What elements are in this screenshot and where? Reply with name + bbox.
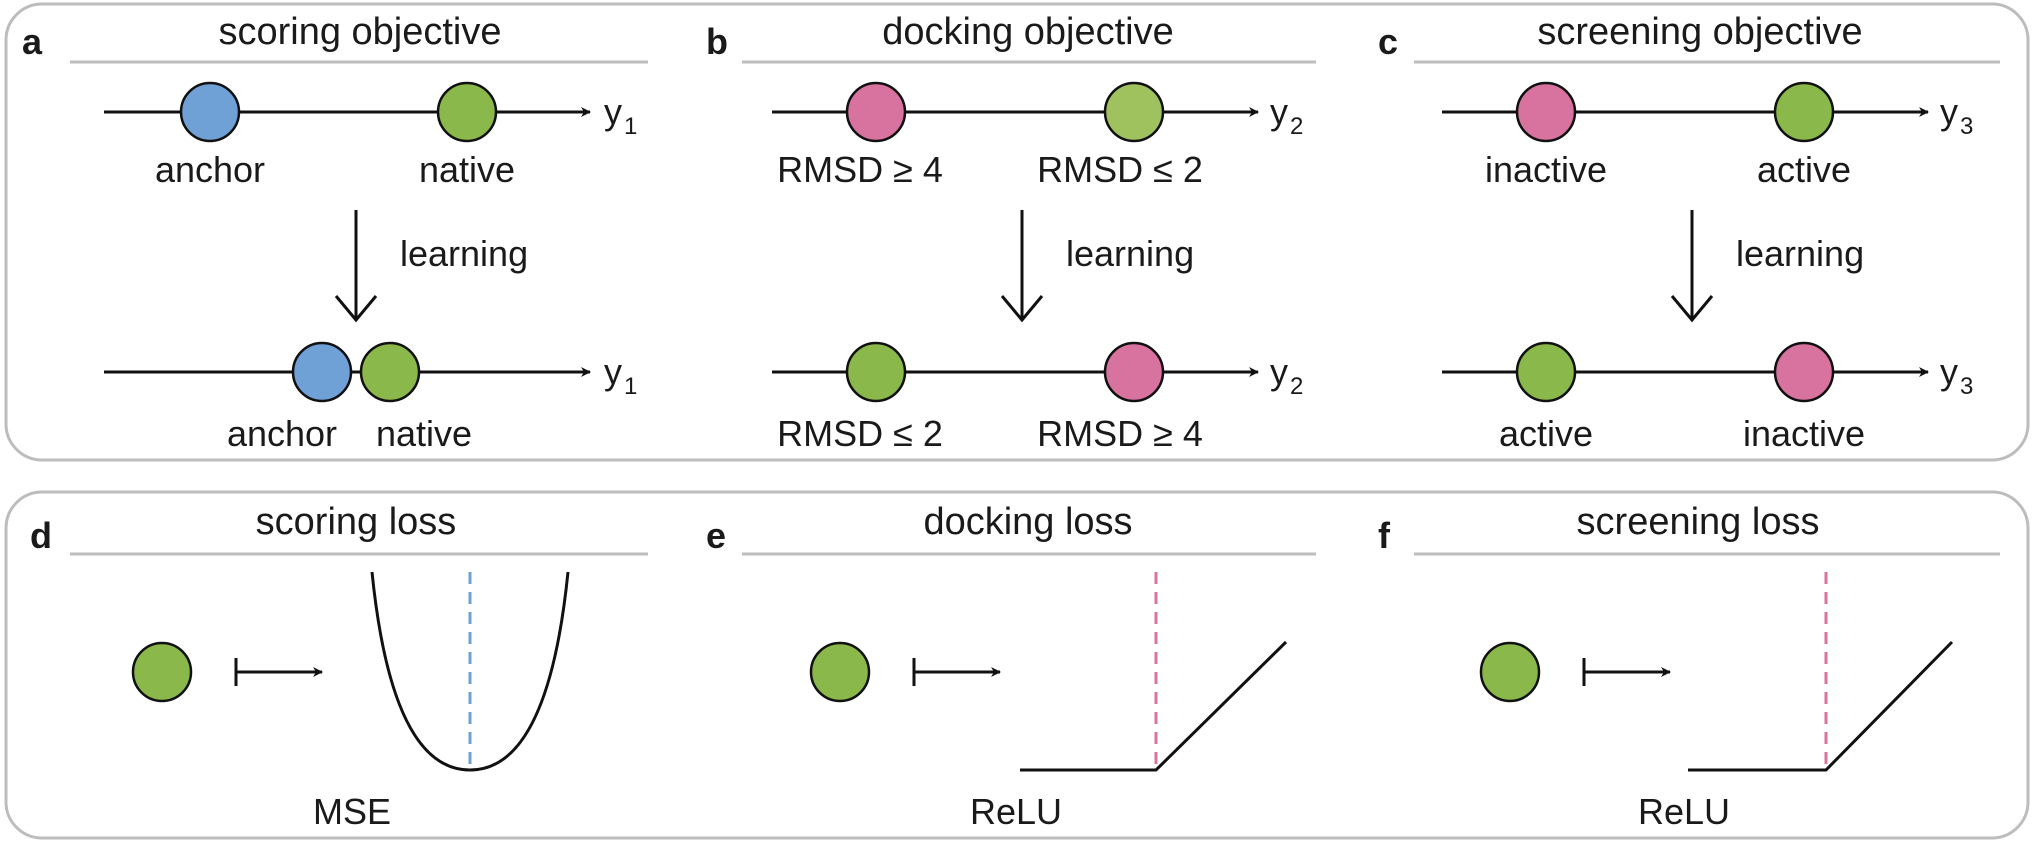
- panel-label-e: e: [706, 515, 726, 556]
- node-label: RMSD ≥ 4: [777, 149, 943, 190]
- axis-label: y3: [1940, 351, 1973, 400]
- native-node: [359, 341, 421, 403]
- mse-curve: [370, 571, 570, 772]
- inactive-node: [1773, 341, 1835, 403]
- anchor-node: [291, 341, 353, 403]
- node-label: native: [376, 413, 472, 454]
- panel-title: screening objective: [1537, 11, 1862, 53]
- inactive-node: [1515, 81, 1577, 143]
- panel-label-a: a: [22, 21, 43, 62]
- node-label: inactive: [1743, 413, 1865, 454]
- learning-arrowhead: [334, 295, 378, 323]
- input-node: [131, 641, 193, 703]
- node-label: native: [419, 149, 515, 190]
- losses-frame: [4, 490, 2030, 840]
- panel-b: b docking objective y2 RMSD ≥ 4 RMSD ≤ 2…: [706, 11, 1316, 454]
- node-label: active: [1757, 149, 1851, 190]
- panel-c: c screening objective y3 inactive active…: [1378, 11, 2000, 454]
- node-label: active: [1499, 413, 1593, 454]
- node-label: anchor: [227, 413, 337, 454]
- active-node: [1773, 81, 1835, 143]
- panel-label-f: f: [1378, 515, 1391, 556]
- node-label: RMSD ≤ 2: [777, 413, 943, 454]
- panel-label-b: b: [706, 21, 728, 62]
- panel-label-c: c: [1378, 21, 1398, 62]
- input-node: [809, 641, 871, 703]
- panel-d: d scoring loss MSE: [30, 501, 648, 832]
- panel-title: screening loss: [1577, 501, 1820, 543]
- input-node: [1479, 641, 1541, 703]
- axis-label: y1: [604, 91, 637, 140]
- axis-label: y3: [1940, 91, 1973, 140]
- learning-arrowhead: [1670, 295, 1714, 323]
- learning-label: learning: [400, 233, 528, 274]
- loss-function-label: ReLU: [970, 791, 1062, 832]
- node-label: RMSD ≥ 4: [1037, 413, 1203, 454]
- panel-e: e docking loss ReLU: [706, 501, 1316, 832]
- active-node: [1515, 341, 1577, 403]
- anchor-node: [179, 81, 241, 143]
- rmsd-high-node: [845, 81, 907, 143]
- learning-label: learning: [1736, 233, 1864, 274]
- loss-function-label: MSE: [313, 791, 391, 832]
- axis-label: y1: [604, 351, 637, 400]
- panel-label-d: d: [30, 515, 52, 556]
- axis-label: y2: [1270, 91, 1303, 140]
- panel-title: docking loss: [923, 501, 1132, 543]
- panel-title: scoring loss: [256, 501, 457, 543]
- native-node: [436, 81, 498, 143]
- axis-label: y2: [1270, 351, 1303, 400]
- relu-curve: [1020, 640, 1288, 772]
- panel-title: scoring objective: [218, 11, 501, 53]
- rmsd-low-node: [845, 341, 907, 403]
- panel-title: docking objective: [882, 11, 1174, 53]
- learning-arrowhead: [1000, 295, 1044, 323]
- rmsd-low-node: [1103, 81, 1165, 143]
- learning-label: learning: [1066, 233, 1194, 274]
- node-label: inactive: [1485, 149, 1607, 190]
- node-label: anchor: [155, 149, 265, 190]
- panel-a: a scoring objective y1 anchor native lea…: [22, 11, 648, 454]
- objectives-frame: [4, 2, 2030, 462]
- rmsd-high-node: [1103, 341, 1165, 403]
- relu-curve: [1688, 640, 1954, 772]
- node-label: RMSD ≤ 2: [1037, 149, 1203, 190]
- loss-function-label: ReLU: [1638, 791, 1730, 832]
- panel-f: f screening loss ReLU: [1378, 501, 2000, 832]
